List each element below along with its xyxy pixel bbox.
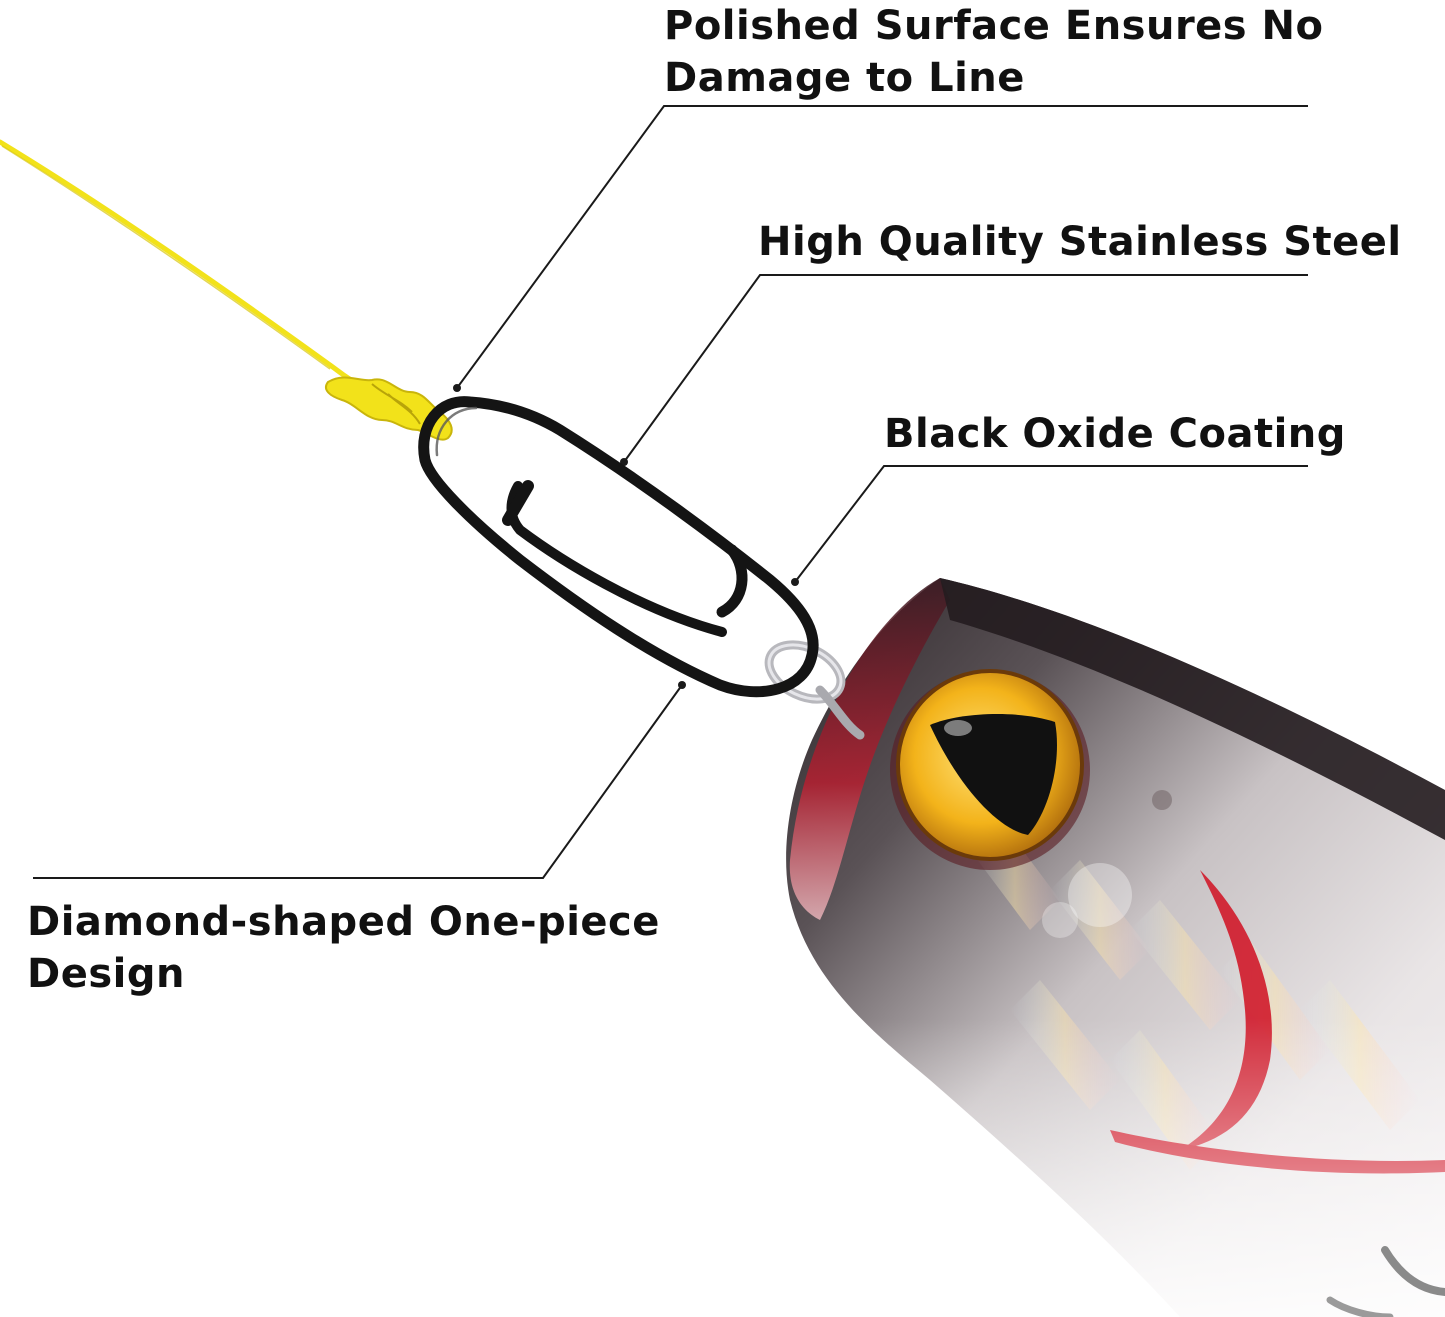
leader-design [33,684,683,879]
callout-polished-line2: Damage to Line [664,55,1025,101]
leader-polished [456,105,1308,389]
leader-design-dot [678,681,686,689]
lure-eye-icon [890,669,1090,870]
callout-oxide-line1: Black Oxide Coating [884,411,1346,457]
leader-lines [33,105,1308,879]
callout-design-line2: Design [27,951,185,997]
fishing-snap-icon [418,396,819,698]
leader-steel [623,274,1308,463]
callout-black-oxide: Black Oxide Coating [884,408,1346,460]
callout-stainless-steel: High Quality Stainless Steel [758,216,1402,268]
callout-polished-surface: Polished Surface Ensures No Damage to Li… [664,0,1324,104]
leader-oxide [794,465,1308,583]
callout-diamond-design: Diamond-shaped One-piece Design [27,896,660,1000]
callout-polished-line1: Polished Surface Ensures No [664,3,1324,49]
leader-polished-dot [453,384,461,392]
callout-design-line1: Diamond-shaped One-piece [27,899,660,945]
fishing-lure-icon [780,570,1445,1317]
callout-steel-line1: High Quality Stainless Steel [758,219,1402,265]
fishing-line-icon [0,139,453,441]
